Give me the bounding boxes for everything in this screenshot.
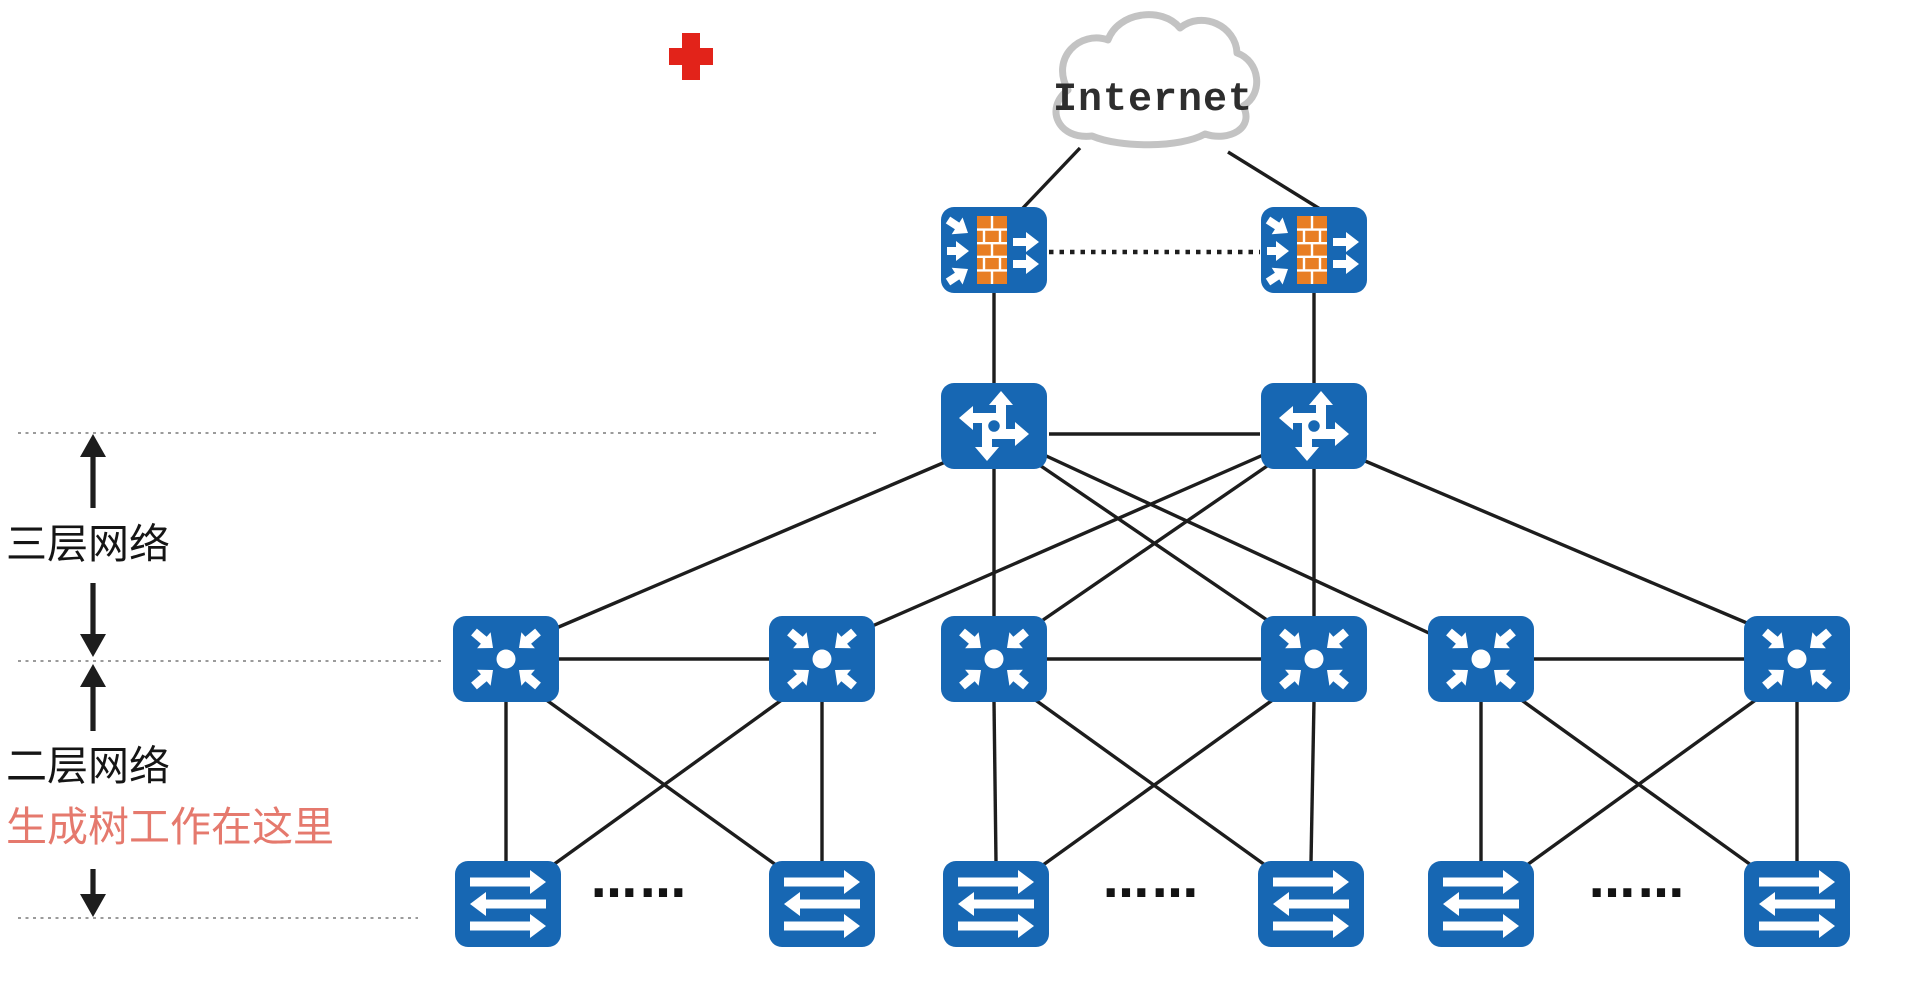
ellipsis-pod3: …… xyxy=(1589,854,1687,908)
layer2-span-arrow-down xyxy=(80,869,106,917)
link-core-router-2-agg-switch-6 xyxy=(1357,456,1755,628)
link-agg-switch-2-access-switch-1 xyxy=(552,697,784,867)
firewall-1 xyxy=(941,207,1047,293)
link-core-router-1-agg-switch-1 xyxy=(553,458,951,631)
layer3-network-label: 三层网络 xyxy=(6,521,170,567)
agg-switch-1 xyxy=(453,616,559,702)
access-switch-5 xyxy=(1428,861,1534,947)
link-agg-switch-4-access-switch-4 xyxy=(1309,700,1316,863)
link-internet-cloud-firewall-1 xyxy=(1020,146,1082,211)
spanning-tree-note-label: 生成树工作在这里 xyxy=(6,804,334,850)
internet-cloud-label: Internet xyxy=(1052,78,1254,123)
core-router-2 xyxy=(1261,383,1367,469)
agg-switch-5 xyxy=(1428,616,1534,702)
agg-switch-4 xyxy=(1261,616,1367,702)
firewall-2 xyxy=(1261,207,1367,293)
layer3-span-arrow-up xyxy=(80,434,106,508)
layer2-span-arrow-up xyxy=(80,664,106,731)
access-switch-3 xyxy=(943,861,1049,947)
access-switch-6 xyxy=(1744,861,1850,947)
access-switch-2 xyxy=(769,861,875,947)
ellipsis-pod2: …… xyxy=(1103,854,1201,908)
link-agg-switch-3-access-switch-3 xyxy=(992,700,998,863)
agg-switch-2 xyxy=(769,616,875,702)
link-internet-cloud-firewall-2 xyxy=(1227,150,1321,211)
access-switch-1 xyxy=(455,861,561,947)
link-agg-switch-6-access-switch-5 xyxy=(1526,697,1758,867)
link-agg-switch-5-access-switch-6 xyxy=(1519,697,1752,867)
core-router-1 xyxy=(941,383,1047,469)
layer2-network-label: 二层网络 xyxy=(6,743,170,789)
agg-switch-3 xyxy=(941,616,1047,702)
layer3-span-arrow-down xyxy=(80,583,106,657)
access-switch-4 xyxy=(1258,861,1364,947)
link-core-router-2-agg-switch-2 xyxy=(869,450,1271,629)
link-core-router-2-agg-switch-3 xyxy=(1042,462,1271,622)
link-agg-switch-3-access-switch-4 xyxy=(1033,697,1266,867)
link-agg-switch-4-access-switch-3 xyxy=(1042,697,1275,867)
link-core-router-1-agg-switch-5 xyxy=(1041,452,1432,636)
internet-cloud xyxy=(1052,11,1261,149)
link-core-router-1-agg-switch-4 xyxy=(1037,462,1268,622)
ellipsis-pod1: …… xyxy=(591,854,689,908)
red-cross-marker xyxy=(669,33,713,80)
agg-switch-6 xyxy=(1744,616,1850,702)
link-agg-switch-1-access-switch-2 xyxy=(544,697,777,867)
